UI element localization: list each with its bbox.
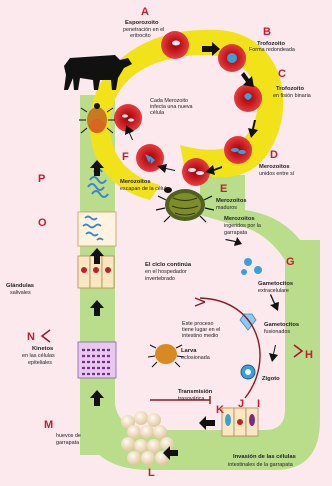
green-band-arrows [90,160,279,460]
label-cada-mero1: Cada Merozoito [150,98,188,104]
tick-larva [147,344,185,368]
label-ingeridos1: Merozoitos [224,216,255,222]
cow-illustration [64,55,132,90]
gametocytes [239,258,262,380]
label-invasion2: intestinales de la garrapata [228,462,293,468]
letter-d: D [270,149,278,161]
label-huevos2: garrapata [56,440,79,446]
letter-g: G [286,256,295,268]
bracket-markers [40,329,304,358]
label-esporozoito-sub1: penetración en el [123,27,164,33]
label-larva1: Larva [181,348,197,354]
label-cigoto: Zigoto [262,376,280,382]
label-glandulas2: salivales [10,290,31,296]
label-transmision1: Transmisión [178,389,213,395]
letter-h: H [305,349,313,361]
label-trofozoito-sub: Forma redondeada [249,47,295,53]
label-proceso2: tiene lugar en el [182,327,220,333]
letter-m: M [44,419,53,431]
red-blood-cells [114,31,262,186]
label-larva2: eclosionada [181,355,210,361]
gut-cells [221,407,259,437]
letter-f: F [122,151,129,163]
letter-a: A [141,6,149,18]
letter-o: O [38,217,47,229]
tick-ingesting [155,187,215,223]
label-kinetos2: en las células [22,353,55,359]
label-huevos1: huevos de [56,433,81,439]
sporozoites-cluster [87,168,109,198]
label-fusion2: fusionados [264,329,290,335]
letter-j: J [238,398,244,410]
label-merozoitos-e2: maduros [216,205,237,211]
label-trofozoito-c1: Trofozoito [276,86,304,92]
label-merozoitos-e1: Merozoitos [216,198,247,204]
label-gametocitos1: Gametocitos [258,281,293,287]
letter-n: N [27,331,35,343]
ring-arrows [125,42,258,175]
label-esporozoito-sub2: eritrocito [130,33,151,39]
label-trofozoito-c2: en fisión binaria [273,93,311,99]
label-kinetos3: epiteliales [28,360,52,366]
label-ciclo2: en el hospedador [145,269,187,275]
label-esporozoito: Esporozoito [125,20,159,26]
label-trofozoito: Trofozoito [257,41,285,47]
letter-c: C [278,68,286,80]
letter-i: I [257,398,260,410]
label-cada-mero2: infecta una nueva [150,104,193,110]
letter-e: E [220,183,227,195]
label-proceso1: Este proceso [182,321,213,327]
label-merozoitos-d2: unidos entre sí [259,171,295,177]
letter-k: K [216,404,224,416]
label-ingeridos2: ingeridos por la [224,223,261,229]
letter-b: B [263,26,271,38]
tick-adult-top [79,103,115,134]
label-gametocitos2: extracelulare [258,288,289,294]
salivary-gland-cells [77,211,117,247]
label-glandulas1: Glándulas [6,283,34,289]
label-merozoitos-f2: escapan de la célula [120,186,169,192]
label-cada-mero3: célula [150,110,164,116]
letter-l: L [148,467,155,479]
tick-eggs [121,411,174,465]
inner-process-arcs [150,297,261,404]
label-kinetos1: Kinetos [32,346,53,352]
label-invasion1: Invasión de las células [233,454,296,460]
letter-p: P [38,173,45,185]
label-transmision2: trasovárica [178,396,204,402]
label-ciclo1: El ciclo continúa [145,262,192,268]
label-ciclo3: invertebrado [145,276,175,282]
label-proceso3: intestino medio [182,333,218,339]
label-ingeridos3: garrapata [224,230,247,236]
kinete-cells [77,341,117,379]
label-merozoitos-f1: Merozoitos [120,179,151,185]
label-fusion1: Gametocitos [264,322,299,328]
label-merozoitos-d1: Merozoitos [259,164,290,170]
